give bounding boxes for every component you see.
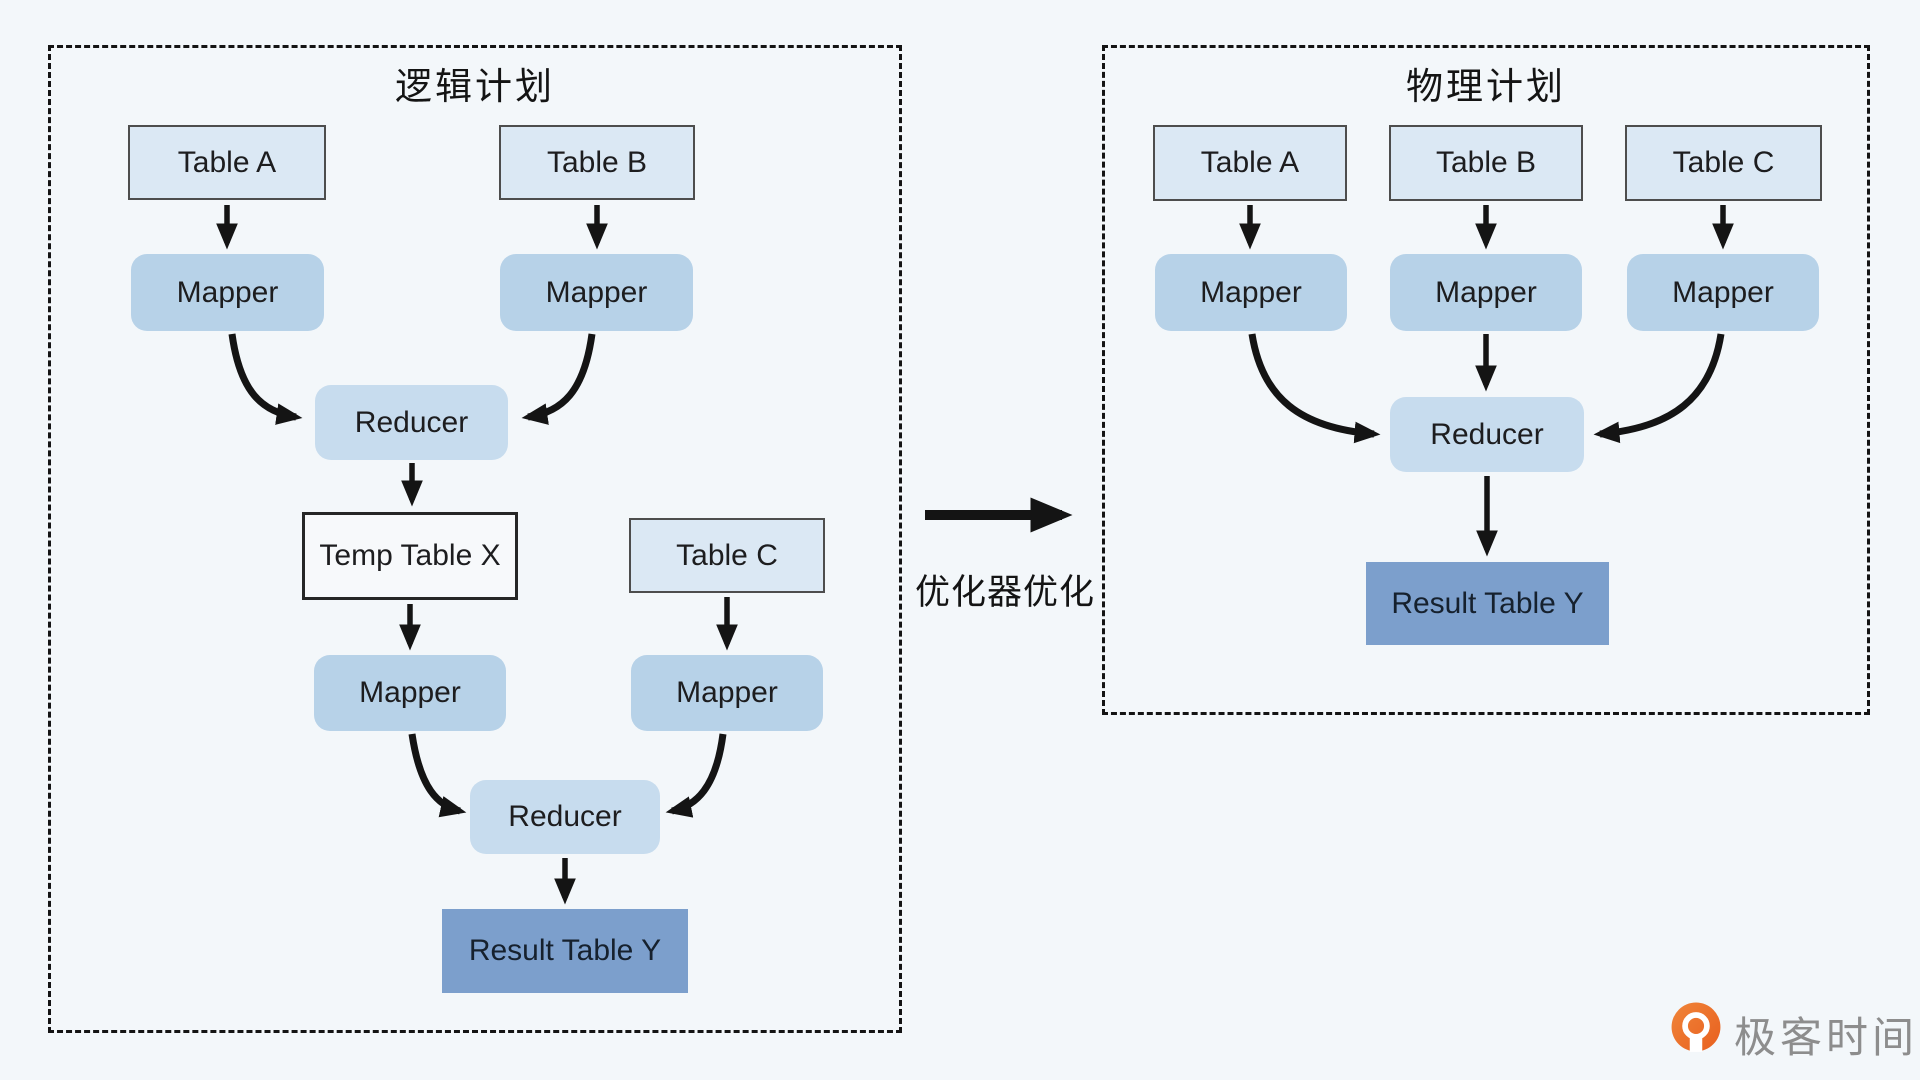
node-mapper-c-logical: Mapper [631, 655, 823, 731]
node-mapper-a-logical: Mapper [131, 254, 324, 331]
physical-plan-title: 物理计划 [1406, 66, 1566, 107]
brand-name: 极客时间 [1734, 1013, 1919, 1061]
node-reducer-physical: Reducer [1390, 397, 1584, 472]
brand-watermark: 极客时间 [1670, 1002, 1918, 1066]
node-mapper-b-logical: Mapper [500, 254, 693, 331]
logical-plan-title: 逻辑计划 [395, 66, 555, 107]
logical-plan-panel [48, 45, 902, 1033]
node-reducer-join-ab: Reducer [315, 385, 508, 460]
node-table-a-physical: Table A [1153, 125, 1347, 201]
node-table-b-physical: Table B [1389, 125, 1583, 201]
node-mapper-b-physical: Mapper [1390, 254, 1582, 331]
node-result-table-y-logical: Result Table Y [442, 909, 688, 993]
node-temp-table-x: Temp Table X [302, 512, 518, 600]
node-table-a-logical: Table A [128, 125, 326, 200]
node-mapper-a-physical: Mapper [1155, 254, 1347, 331]
node-table-c-physical: Table C [1625, 125, 1822, 201]
geektime-logo-icon [1671, 1002, 1721, 1064]
node-result-table-y-physical: Result Table Y [1366, 562, 1609, 645]
node-table-b-logical: Table B [499, 125, 695, 200]
optimizer-arrow-label: 优化器优化 [914, 573, 1095, 612]
node-table-c-logical: Table C [629, 518, 825, 593]
node-mapper-c-physical: Mapper [1627, 254, 1819, 331]
node-mapper-tempx-logical: Mapper [314, 655, 506, 731]
node-reducer-join-xc: Reducer [470, 780, 660, 854]
physical-plan-panel [1102, 45, 1870, 715]
